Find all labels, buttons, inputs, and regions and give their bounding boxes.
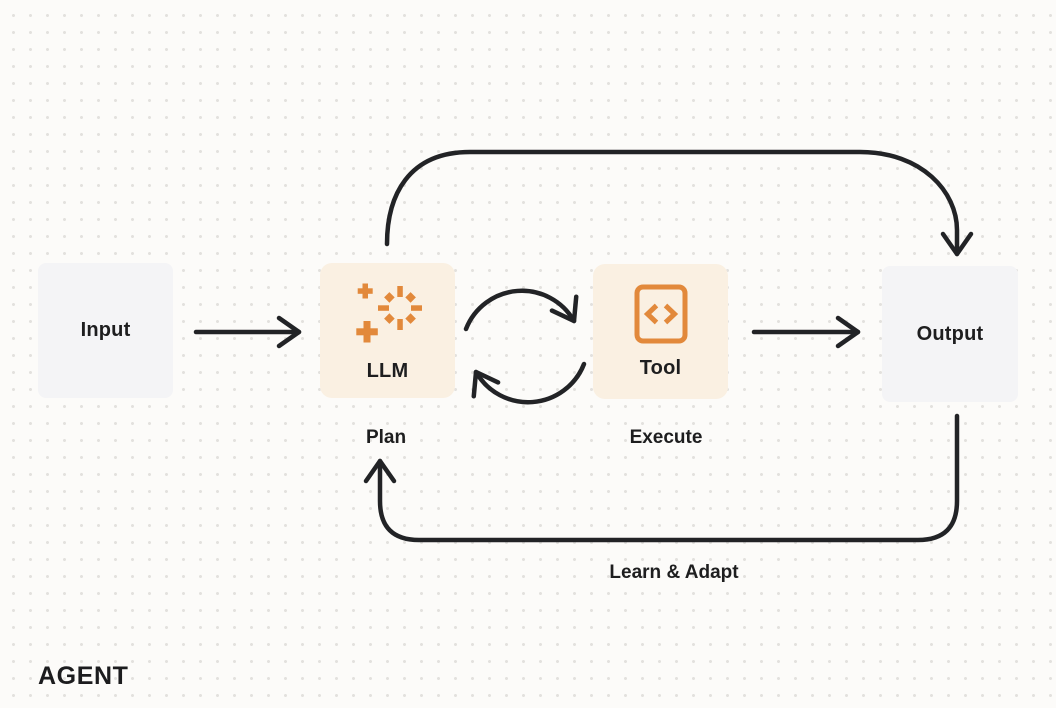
annotation-learn-adapt: Learn & Adapt (609, 562, 739, 583)
node-output: Output (882, 266, 1018, 402)
node-input-label: Input (80, 319, 131, 341)
node-input: Input (38, 263, 173, 398)
cycle-arrow-top (463, 288, 579, 332)
annotation-execute: Execute (629, 427, 703, 448)
arrow-llm-to-output-top (384, 149, 974, 257)
sparkle-burst-icon (355, 283, 422, 342)
node-llm-label: LLM (366, 359, 409, 382)
node-tool: Tool (593, 264, 728, 399)
code-file-icon (634, 284, 687, 343)
arrow-output-to-plan-loop (363, 413, 960, 543)
node-output-label: Output (916, 322, 984, 345)
agent-title: AGENT (38, 662, 129, 690)
node-tool-label: Tool (639, 356, 682, 379)
annotation-plan: Plan (365, 427, 407, 448)
cycle-arrow-bottom (471, 361, 587, 405)
node-llm: LLM (320, 263, 455, 398)
